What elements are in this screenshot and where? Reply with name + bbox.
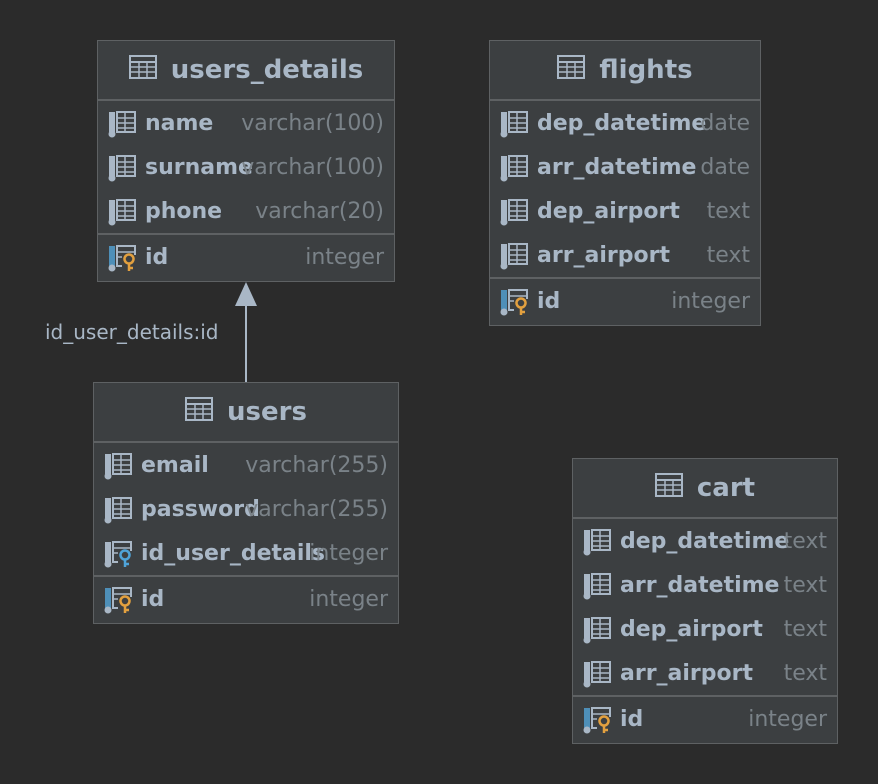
primary-key-icon xyxy=(583,706,613,740)
table-icon xyxy=(557,54,586,86)
column-row[interactable]: email varchar(255) xyxy=(94,443,398,487)
column-name: arr_airport xyxy=(620,660,754,686)
column-type: date xyxy=(700,110,750,136)
primary-key-row[interactable]: id integer xyxy=(94,575,398,621)
table-icon xyxy=(128,54,157,86)
column-icon xyxy=(500,198,530,232)
column-type: integer xyxy=(748,706,827,732)
column-name: id_user_details xyxy=(141,540,326,566)
column-type: text xyxy=(783,660,827,686)
column-row[interactable]: arr_airport text xyxy=(573,651,837,695)
column-icon xyxy=(108,198,138,232)
column-name: email xyxy=(141,452,209,478)
table-name: users xyxy=(227,397,307,427)
column-name: dep_datetime xyxy=(537,110,707,136)
table-icon xyxy=(185,396,214,428)
foreign-key-icon xyxy=(104,540,134,574)
column-name: phone xyxy=(145,198,223,224)
column-icon xyxy=(583,528,613,562)
column-type: integer xyxy=(671,288,750,314)
column-row[interactable]: name varchar(100) xyxy=(98,101,394,145)
column-icon xyxy=(500,154,530,188)
column-type: text xyxy=(783,616,827,642)
column-row[interactable]: arr_airport text xyxy=(490,233,760,277)
column-name: arr_datetime xyxy=(537,154,697,180)
column-name: arr_datetime xyxy=(620,572,780,598)
column-row[interactable]: dep_airport text xyxy=(573,607,837,651)
primary-key-icon xyxy=(108,244,138,278)
relationship-label: id_user_details:id xyxy=(45,320,219,344)
relationship-arrowhead xyxy=(235,282,257,306)
table-header[interactable]: users_details xyxy=(98,41,394,101)
table-header[interactable]: flights xyxy=(490,41,760,101)
column-type: date xyxy=(700,154,750,180)
column-type: integer xyxy=(305,244,384,270)
primary-key-icon xyxy=(500,288,530,322)
column-icon xyxy=(583,616,613,650)
column-type: varchar(255) xyxy=(245,452,388,478)
column-icon xyxy=(108,110,138,144)
primary-key-row[interactable]: id integer xyxy=(573,695,837,741)
column-row[interactable]: dep_airport text xyxy=(490,189,760,233)
column-name: id xyxy=(141,586,165,612)
column-type: varchar(100) xyxy=(241,110,384,136)
column-name: id xyxy=(145,244,169,270)
column-name: id xyxy=(620,706,644,732)
column-icon xyxy=(500,242,530,276)
primary-key-icon xyxy=(104,586,134,620)
column-name: surname xyxy=(145,154,253,180)
column-type: varchar(20) xyxy=(255,198,384,224)
column-row[interactable]: phone varchar(20) xyxy=(98,189,394,233)
column-name: password xyxy=(141,496,260,522)
table-header[interactable]: cart xyxy=(573,459,837,519)
primary-key-row[interactable]: id integer xyxy=(490,277,760,323)
column-icon xyxy=(104,452,134,486)
column-type: text xyxy=(783,528,827,554)
column-icon xyxy=(108,154,138,188)
table-name: users_details xyxy=(170,55,364,85)
column-name: arr_airport xyxy=(537,242,671,268)
column-icon xyxy=(583,660,613,694)
primary-key-row[interactable]: id integer xyxy=(98,233,394,279)
column-name: id xyxy=(537,288,561,314)
column-type: varchar(100) xyxy=(241,154,384,180)
table-header[interactable]: users xyxy=(94,383,398,443)
column-type: text xyxy=(706,198,750,224)
column-name: dep_datetime xyxy=(620,528,790,554)
column-type: varchar(255) xyxy=(245,496,388,522)
column-icon xyxy=(104,496,134,530)
column-type: integer xyxy=(309,586,388,612)
column-type: text xyxy=(706,242,750,268)
column-name: dep_airport xyxy=(537,198,680,224)
table-name: cart xyxy=(696,473,756,503)
table-icon xyxy=(654,472,683,504)
column-name: name xyxy=(145,110,214,136)
table-name: flights xyxy=(599,55,693,85)
column-type: text xyxy=(783,572,827,598)
column-icon xyxy=(583,572,613,606)
column-icon xyxy=(500,110,530,144)
column-type: integer xyxy=(309,540,388,566)
column-name: dep_airport xyxy=(620,616,763,642)
